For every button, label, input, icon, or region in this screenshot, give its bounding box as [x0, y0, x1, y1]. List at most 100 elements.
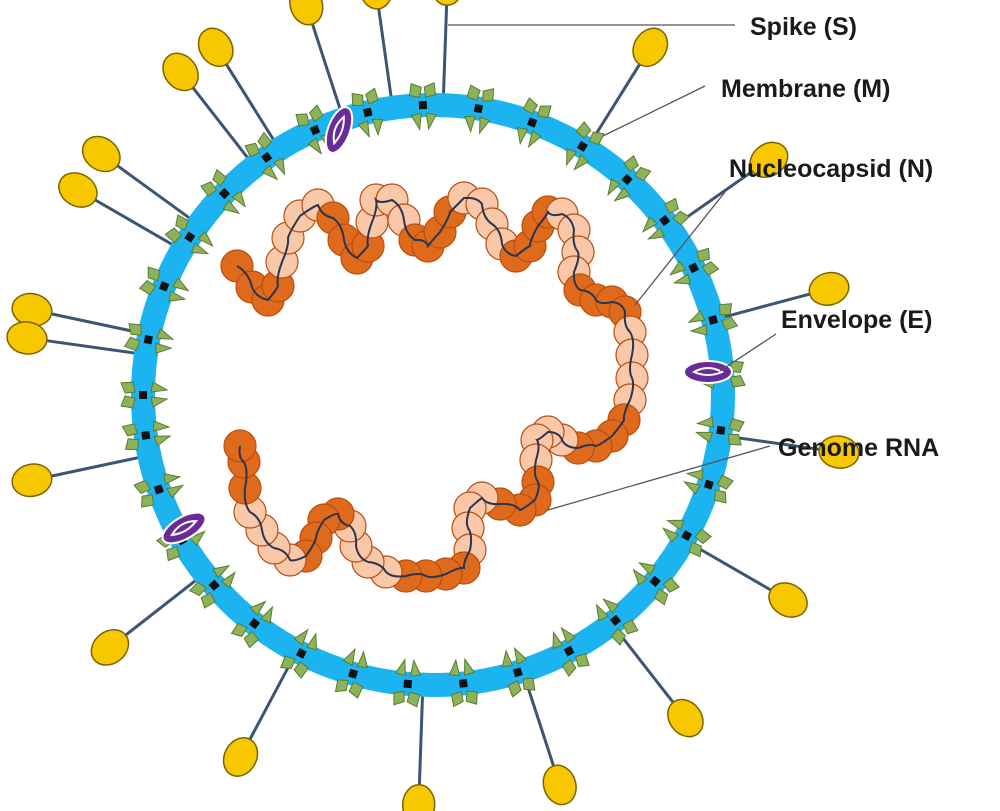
genome-rna-strand: [236, 196, 635, 579]
membrane-protein: [566, 121, 605, 171]
membrane-protein-inner: [190, 242, 210, 255]
membrane-protein-core: [703, 479, 714, 490]
membrane-protein-inner: [647, 226, 666, 240]
membrane-protein: [683, 469, 734, 504]
membrane-protein-core: [659, 214, 671, 227]
spike-protein: [81, 135, 209, 233]
membrane-protein-outer: [729, 374, 746, 388]
membrane-protein-outer: [653, 588, 669, 606]
membrane-protein-inner: [188, 530, 206, 547]
membrane-protein-outer: [188, 581, 207, 597]
envelope-protein: [161, 511, 207, 545]
spike-label: Spike (S): [750, 13, 857, 41]
membrane-protein-outer: [482, 88, 495, 102]
spike-head: [430, 0, 465, 6]
membrane-protein-outer: [588, 131, 605, 146]
membrane-protein-outer: [408, 82, 422, 98]
membrane-protein-outer: [423, 82, 437, 98]
membrane-protein-inner: [527, 130, 542, 149]
membrane-protein-outer: [701, 261, 720, 276]
membrane-protein-inner: [516, 127, 529, 146]
membrane-protein-inner: [448, 658, 461, 677]
membrane-protein-core: [458, 679, 468, 688]
membrane-protein-outer: [124, 438, 139, 451]
membrane-protein-inner: [307, 137, 323, 155]
envelope-protein-notch: [691, 367, 725, 376]
membrane-protein-inner: [166, 484, 185, 499]
membrane-protein-core: [621, 173, 633, 186]
membrane-protein-inner: [261, 164, 279, 181]
membrane-protein-inner: [683, 481, 702, 495]
membrane-protein-outer: [243, 630, 260, 649]
spike-head: [808, 271, 850, 306]
membrane-protein-inner: [687, 310, 706, 323]
genome-label: Genome RNA: [778, 434, 939, 462]
membrane-protein: [334, 647, 369, 699]
envelope-protein-body: [683, 360, 733, 384]
membrane-protein-core: [576, 140, 588, 152]
spike-head: [58, 172, 98, 208]
membrane-protein-outer: [166, 545, 181, 562]
membrane-protein-outer: [348, 681, 364, 699]
membrane-protein-inner: [501, 649, 514, 668]
envelope-leader-line: [719, 333, 777, 372]
nucleocapsid-leader-line: [634, 191, 726, 306]
membrane-protein-outer: [522, 97, 539, 115]
membrane-protein: [279, 628, 318, 679]
membrane-protein-outer: [279, 655, 296, 670]
membrane-protein: [164, 214, 214, 255]
spike-head: [401, 784, 436, 811]
spike-head: [222, 737, 259, 777]
membrane-protein-inner: [293, 628, 309, 646]
membrane-protein: [552, 626, 590, 677]
membrane-protein-core: [681, 530, 693, 542]
envelope-proteins: [161, 106, 733, 545]
membrane-protein-inner: [371, 118, 384, 137]
membrane-protein: [120, 381, 169, 409]
spike-head: [818, 435, 860, 469]
membrane-protein-outer: [688, 541, 702, 558]
membrane-protein-outer: [720, 316, 739, 331]
spike-head: [359, 0, 393, 10]
spike-protein: [90, 564, 215, 666]
membrane-protein-core: [158, 281, 170, 292]
membrane-protein: [641, 197, 691, 240]
spike-head: [667, 698, 704, 738]
membrane-protein-outer: [121, 423, 139, 437]
membrane-protein: [516, 97, 552, 149]
membrane-protein: [295, 104, 332, 155]
membrane-protein-inner: [513, 646, 528, 665]
membrane-protein-core: [309, 124, 321, 136]
membrane-protein-core: [139, 391, 147, 399]
membrane-protein-inner: [305, 632, 318, 651]
membrane-protein-core: [143, 334, 154, 345]
spike-head: [162, 52, 199, 92]
membrane-protein-outer: [466, 84, 481, 101]
membrane-protein-core: [403, 679, 413, 689]
membrane-protein-inner: [163, 473, 182, 485]
membrane-protein-inner: [394, 658, 406, 677]
membrane-protein-inner: [272, 157, 286, 176]
membrane-protein-inner: [632, 568, 648, 586]
membrane-protein-outer: [128, 323, 142, 336]
membrane-protein-core: [649, 575, 661, 588]
envelope-protein: [324, 106, 354, 154]
membrane-protein-inner: [689, 324, 708, 336]
membrane-protein-outer: [406, 691, 421, 708]
membrane-protein: [123, 323, 175, 355]
membrane-protein-inner: [595, 603, 609, 622]
spike-head: [90, 629, 130, 666]
membrane-protein-inner: [409, 658, 422, 677]
membrane-protein-core: [348, 668, 359, 679]
membrane-proteins: [120, 82, 746, 708]
spike-head: [632, 27, 669, 68]
membrane-protein-core: [141, 430, 151, 440]
membrane-protein-outer: [175, 214, 190, 231]
membrane-protein-outer: [622, 619, 639, 635]
spike-protein: [579, 27, 669, 161]
membrane-protein: [694, 416, 745, 446]
membrane-protein-inner: [669, 260, 687, 276]
membrane-protein-outer: [522, 677, 536, 691]
spike-head: [542, 764, 577, 806]
